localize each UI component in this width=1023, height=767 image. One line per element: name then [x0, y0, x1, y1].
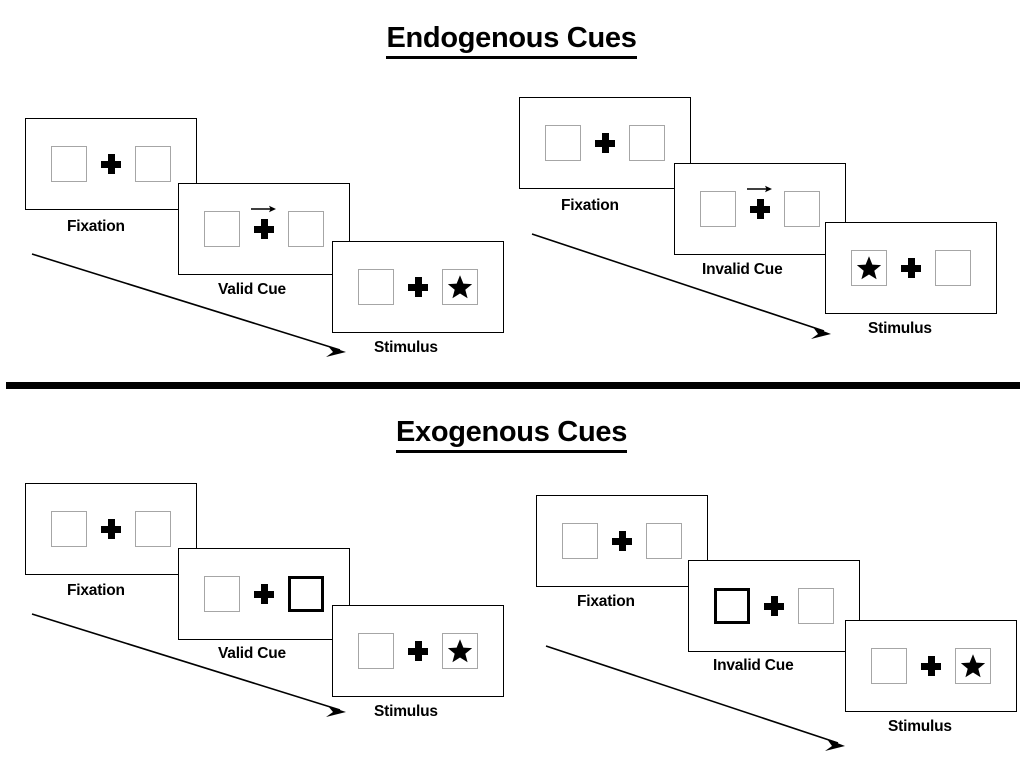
left-placeholder-box [204, 576, 240, 612]
caption-endogenous-invalid-cue: Invalid Cue [702, 261, 783, 278]
section-divider [6, 382, 1020, 389]
fixation-cross-icon [764, 596, 784, 616]
left-placeholder-box [871, 648, 907, 684]
exogenous-section-title: Exogenous Cues [0, 416, 1023, 453]
panel-exogenous-valid-stimulus [332, 605, 504, 697]
right-placeholder-box [135, 146, 171, 182]
panel-exogenous-invalid-fixation [536, 495, 708, 587]
caption-exogenous-valid-fixation: Fixation [67, 582, 125, 599]
fixation-cross-icon [101, 154, 121, 174]
right-target-box [442, 633, 478, 669]
caption-endogenous-invalid-fixation: Fixation [561, 197, 619, 214]
panel-inner [714, 588, 834, 624]
fixation-cross-icon [254, 584, 274, 604]
fixation-cross-icon [612, 531, 632, 551]
left-placeholder-box [358, 633, 394, 669]
panel-inner [51, 146, 171, 182]
right-placeholder-box [784, 191, 820, 227]
right-placeholder-box [798, 588, 834, 624]
endogenous-section-title: Endogenous Cues [0, 22, 1023, 59]
panel-inner [204, 576, 324, 612]
arrow-right-cue-icon [747, 184, 773, 194]
star-target-icon [447, 639, 473, 663]
panel-inner [204, 205, 324, 247]
fixation-cross-icon [408, 641, 428, 661]
fixation-cross-icon [747, 185, 772, 219]
endogenous-title-text: Endogenous Cues [386, 22, 637, 59]
panel-endogenous-invalid-stimulus [825, 222, 997, 314]
fixation-cross-icon [595, 133, 615, 153]
panel-exogenous-invalid-stimulus [845, 620, 1017, 712]
panel-inner [871, 648, 991, 684]
left-placeholder-box [358, 269, 394, 305]
fixation-cross-icon [921, 656, 941, 676]
panel-inner [51, 511, 171, 547]
left-placeholder-box [562, 523, 598, 559]
panel-inner [700, 185, 820, 227]
panel-inner [545, 125, 665, 161]
time-arrow-exogenous-invalid [542, 640, 862, 760]
fixation-cross-icon [408, 277, 428, 297]
right-placeholder-box [288, 211, 324, 247]
caption-exogenous-valid-stimulus: Stimulus [374, 703, 438, 720]
right-placeholder-box [135, 511, 171, 547]
panel-inner [358, 269, 478, 305]
caption-exogenous-invalid-fixation: Fixation [577, 593, 635, 610]
left-placeholder-box [545, 125, 581, 161]
fixation-cross-icon [101, 519, 121, 539]
left-placeholder-box [700, 191, 736, 227]
panel-exogenous-valid-cue [178, 548, 350, 640]
right-placeholder-box [646, 523, 682, 559]
left-placeholder-box [51, 146, 87, 182]
star-target-icon [856, 256, 882, 280]
panel-endogenous-valid-stimulus [332, 241, 504, 333]
right-target-box [955, 648, 991, 684]
caption-exogenous-invalid-stimulus: Stimulus [888, 718, 952, 735]
panel-inner [562, 523, 682, 559]
caption-endogenous-invalid-stimulus: Stimulus [868, 320, 932, 337]
star-target-icon [960, 654, 986, 678]
right-target-box [442, 269, 478, 305]
left-cued-box [714, 588, 750, 624]
caption-endogenous-valid-cue: Valid Cue [218, 281, 286, 298]
panel-endogenous-valid-cue [178, 183, 350, 275]
left-target-box [851, 250, 887, 286]
panel-inner [851, 250, 971, 286]
right-placeholder-box [629, 125, 665, 161]
caption-exogenous-invalid-cue: Invalid Cue [713, 657, 794, 674]
right-cued-box [288, 576, 324, 612]
arrow-right-cue-icon [251, 204, 277, 214]
caption-exogenous-valid-cue: Valid Cue [218, 645, 286, 662]
left-placeholder-box [204, 211, 240, 247]
panel-endogenous-invalid-fixation [519, 97, 691, 189]
exogenous-title-text: Exogenous Cues [395, 416, 627, 453]
panel-inner [358, 633, 478, 669]
right-placeholder-box [935, 250, 971, 286]
panel-endogenous-valid-fixation [25, 118, 197, 210]
caption-endogenous-valid-stimulus: Stimulus [374, 339, 438, 356]
panel-exogenous-invalid-cue [688, 560, 860, 652]
panel-endogenous-invalid-cue [674, 163, 846, 255]
star-target-icon [447, 275, 473, 299]
fixation-cross-icon [901, 258, 921, 278]
caption-endogenous-valid-fixation: Fixation [67, 218, 125, 235]
fixation-cross-icon [251, 205, 276, 239]
left-placeholder-box [51, 511, 87, 547]
panel-exogenous-valid-fixation [25, 483, 197, 575]
